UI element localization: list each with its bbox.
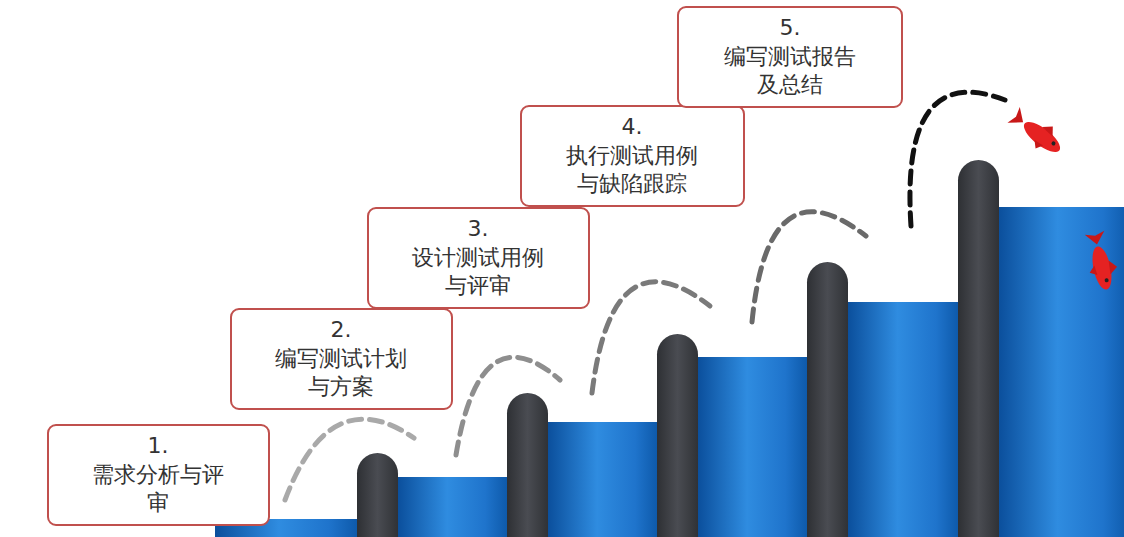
step-box: 5.编写测试报告 及总结 [677, 6, 903, 108]
step-box: 1.需求分析与评 审 [47, 424, 270, 526]
step-label: 1.需求分析与评 审 [92, 432, 224, 518]
grey-pillars [357, 160, 999, 537]
step-box: 2.编写测试计划 与方案 [230, 308, 453, 410]
step-label: 3.设计测试用例 与评审 [412, 215, 544, 301]
step-label: 2.编写测试计划 与方案 [275, 316, 407, 402]
step-box: 3.设计测试用例 与评审 [367, 207, 590, 309]
step-label: 5.编写测试报告 及总结 [724, 14, 856, 100]
jump-arcs [285, 92, 1005, 500]
red-fish [1082, 230, 1121, 293]
red-fish [1006, 103, 1069, 161]
step-box: 4.执行测试用例 与缺陷跟踪 [520, 105, 745, 207]
step-label: 4.执行测试用例 与缺陷跟踪 [566, 113, 698, 199]
